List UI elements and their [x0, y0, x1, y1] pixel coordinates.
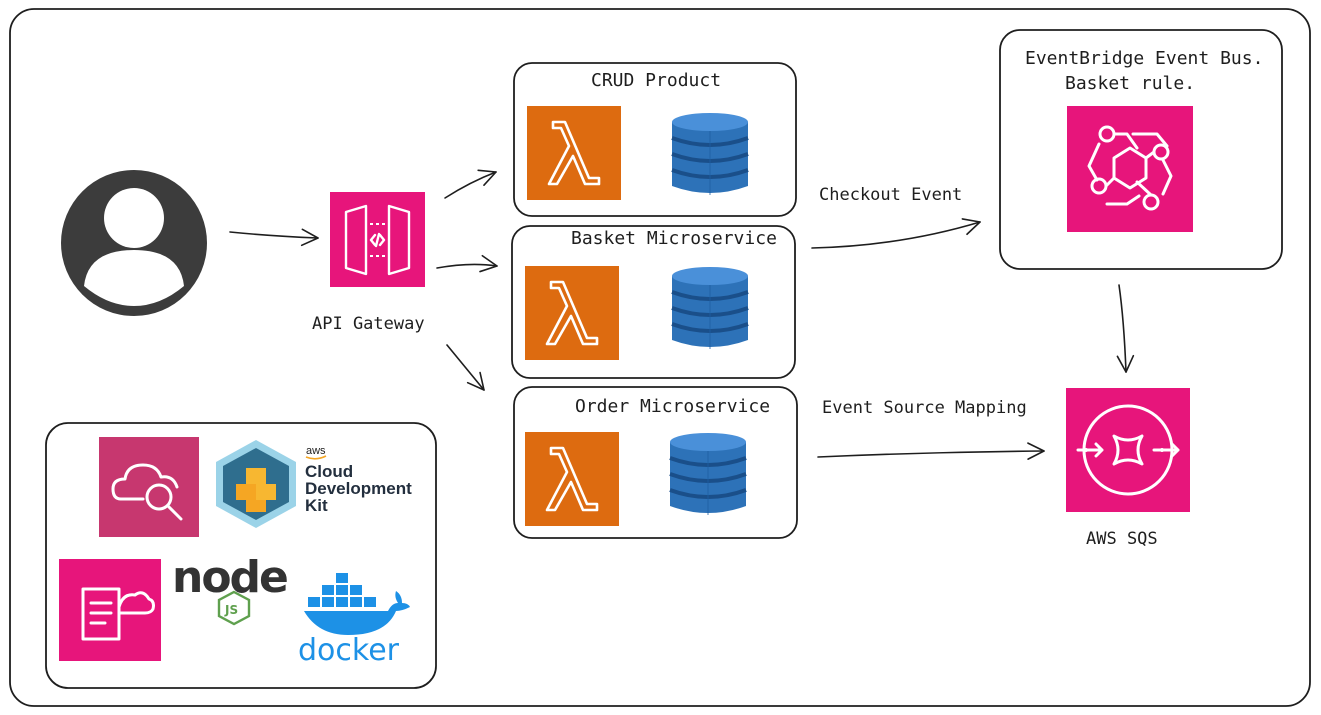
- basket-microservice-label: Basket Microservice: [571, 228, 777, 249]
- eventbridge-event-bus: EventBridge Event Bus. Basket rule.: [999, 29, 1283, 270]
- cdk-line2: Development: [305, 479, 412, 498]
- arrow-api-to-crud: [444, 169, 497, 199]
- arrow-event-source-mapping: [817, 442, 1045, 460]
- sqs-label: AWS SQS: [1086, 529, 1158, 549]
- dynamodb-icon: [670, 265, 750, 351]
- order-microservice-label: Order Microservice: [575, 396, 770, 417]
- cloudwatch-icon: [99, 437, 199, 537]
- docker-icon: [304, 573, 410, 635]
- user-icon: [61, 170, 207, 316]
- cdk-icon: [216, 440, 296, 528]
- eventbridge-label-line2: Basket rule.: [1065, 73, 1195, 94]
- nodejs-sub-label: JS: [224, 603, 238, 617]
- crud-product-service: CRUD Product: [513, 62, 797, 217]
- arrow-user-to-api: [229, 228, 319, 247]
- sqs-icon: [1066, 388, 1190, 512]
- cdk-aws-logo: aws: [306, 445, 326, 457]
- docker-wordmark: docker: [298, 633, 400, 668]
- lambda-icon: [525, 104, 623, 202]
- outer-frame: [9, 8, 1311, 707]
- basket-microservice: Basket Microservice: [511, 225, 796, 379]
- dynamodb-icon: [668, 431, 748, 517]
- event-source-mapping-label: Event Source Mapping: [822, 398, 1027, 418]
- dynamodb-icon: [670, 111, 750, 197]
- arrow-eventbridge-to-sqs: [1116, 284, 1135, 373]
- eventbridge-label-line1: EventBridge Event Bus.: [1025, 48, 1263, 69]
- cdk-line1: Cloud: [305, 462, 353, 481]
- tools-panel: aws Cloud Development Kit node JS: [45, 422, 437, 689]
- arrow-checkout-event: [811, 218, 981, 249]
- eventbridge-icon: [1067, 106, 1193, 232]
- arrow-api-to-order: [446, 344, 485, 391]
- lambda-icon: [523, 430, 621, 528]
- checkout-event-label: Checkout Event: [819, 185, 962, 205]
- arrow-api-to-basket: [436, 254, 498, 273]
- api-gateway-icon: [330, 192, 425, 287]
- crud-product-label: CRUD Product: [591, 70, 721, 91]
- nodejs-icon: [217, 590, 251, 626]
- api-gateway-label: API Gateway: [312, 314, 425, 334]
- order-microservice: Order Microservice: [513, 386, 798, 539]
- cdk-line3: Kit: [305, 496, 328, 515]
- aws-smile-icon: [305, 455, 327, 460]
- cloudformation-icon: [59, 559, 161, 661]
- lambda-icon: [523, 264, 621, 362]
